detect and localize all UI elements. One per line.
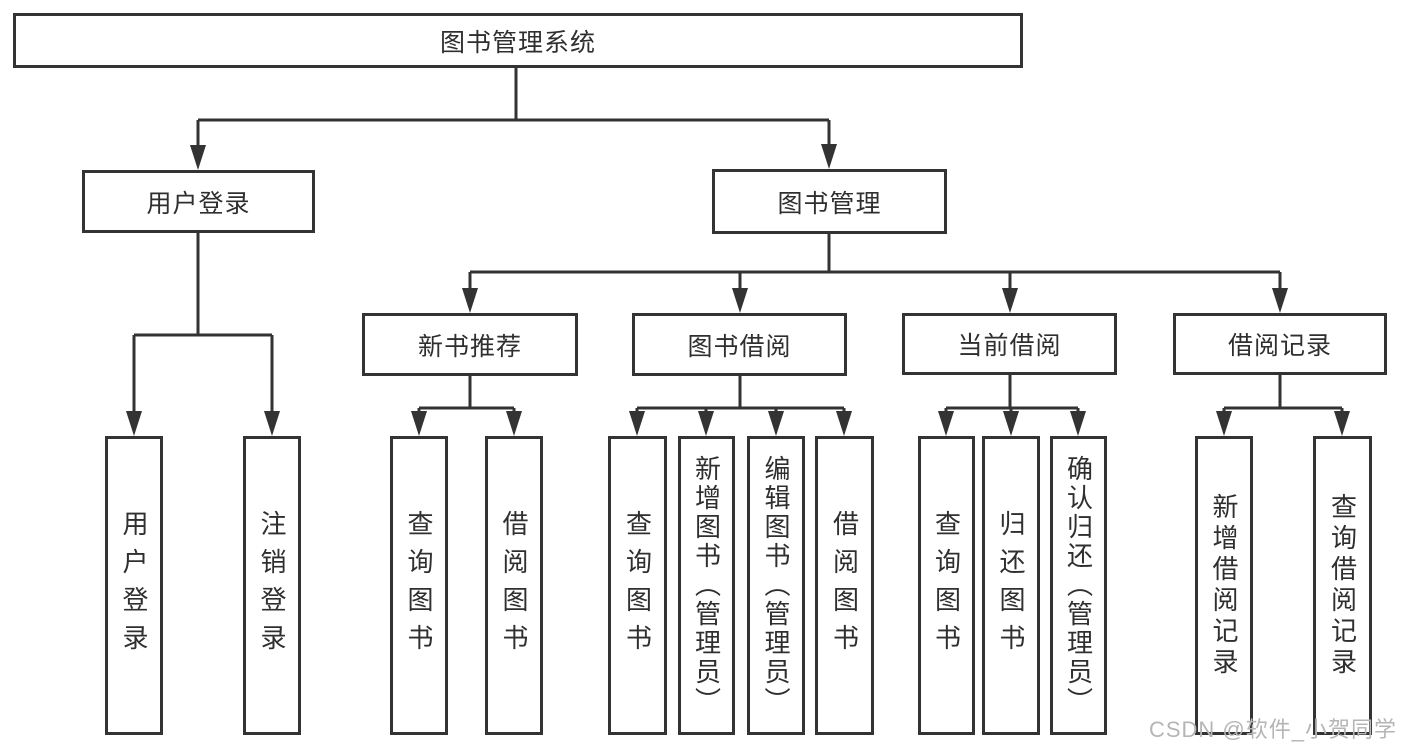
connector-root-to-level2 <box>196 68 831 150</box>
leaf-cb-return-book: 归还图书 <box>982 436 1040 735</box>
leaf-label: 查询图书 <box>404 509 434 662</box>
connector-book-mgmt-children <box>468 234 1282 291</box>
leaf-label: 借阅图书 <box>829 509 860 662</box>
leaf-label: 归还图书 <box>996 509 1026 662</box>
arrowhead-leaf-logout <box>264 411 280 436</box>
arrowhead-cb-query-book <box>938 411 954 436</box>
leaf-label: 新增借阅记录 <box>1209 492 1239 679</box>
leaf-label: 编辑图书（管理员） <box>761 455 791 716</box>
arrowhead-cb-confirm-return <box>1070 411 1086 436</box>
node-root: 图书管理系统 <box>13 13 1023 68</box>
leaf-user-login: 用户登录 <box>105 436 163 735</box>
arrowhead-br-query-record <box>1334 411 1350 436</box>
leaf-br-add-record: 新增借阅记录 <box>1195 436 1253 735</box>
connector-borrow-record-children <box>1222 375 1344 414</box>
arrowhead-book-mgmt <box>821 144 837 169</box>
arrowhead-rec-borrow-book <box>506 411 522 436</box>
leaf-cb-confirm-return-admin: 确认归还（管理员） <box>1050 436 1107 735</box>
arrowhead-bb-edit-book <box>768 411 784 436</box>
leaf-rec-query-book: 查询图书 <box>390 436 448 735</box>
leaf-label: 查询图书 <box>622 509 653 662</box>
connector-user-login-children <box>132 233 274 414</box>
csdn-watermark: CSDN @软件_小贺同学 <box>1148 717 1397 742</box>
leaf-bb-add-book-admin: 新增图书（管理员） <box>678 436 735 735</box>
leaf-label: 查询借阅记录 <box>1327 492 1358 679</box>
arrowhead-new-book-rec <box>462 288 478 313</box>
connector-current-borrow-children <box>944 375 1080 414</box>
arrowhead-rec-query-book <box>411 411 427 436</box>
arrowhead-book-borrow <box>732 288 748 313</box>
leaf-rec-borrow-book: 借阅图书 <box>485 436 543 735</box>
leaf-label: 新增图书（管理员） <box>691 455 722 716</box>
arrowhead-user-login <box>190 145 206 170</box>
arrowhead-current-borrow <box>1002 288 1018 313</box>
node-borrow-record: 借阅记录 <box>1173 313 1387 375</box>
arrowhead-leaf-user-login <box>126 411 142 436</box>
arrowhead-bb-borrow-book <box>836 411 852 436</box>
node-new-book-rec: 新书推荐 <box>362 313 578 376</box>
leaf-label: 注销登录 <box>257 509 287 662</box>
node-user-login: 用户登录 <box>82 170 315 233</box>
leaf-label: 借阅图书 <box>499 509 529 662</box>
connector-book-borrow-children <box>635 376 846 414</box>
arrowhead-bb-add-book <box>698 411 714 436</box>
leaf-br-query-record: 查询借阅记录 <box>1313 436 1372 735</box>
leaf-bb-borrow-book: 借阅图书 <box>815 436 874 735</box>
leaf-bb-query-book: 查询图书 <box>608 436 667 735</box>
leaf-label: 用户登录 <box>119 509 149 662</box>
leaf-cb-query-book: 查询图书 <box>918 436 975 735</box>
leaf-bb-edit-book-admin: 编辑图书（管理员） <box>747 436 805 735</box>
node-book-borrow: 图书借阅 <box>632 313 847 376</box>
node-book-mgmt: 图书管理 <box>712 169 947 234</box>
arrowhead-br-add-record <box>1216 411 1232 436</box>
node-current-borrow: 当前借阅 <box>902 313 1117 375</box>
leaf-label: 确认归还（管理员） <box>1063 455 1094 716</box>
leaf-logout: 注销登录 <box>243 436 301 735</box>
arrowhead-borrow-record <box>1272 288 1288 313</box>
arrowhead-cb-return-book <box>1003 411 1019 436</box>
connector-new-book-rec-children <box>417 376 516 414</box>
arrowhead-bb-query-book <box>629 411 645 436</box>
leaf-label: 查询图书 <box>931 509 962 662</box>
